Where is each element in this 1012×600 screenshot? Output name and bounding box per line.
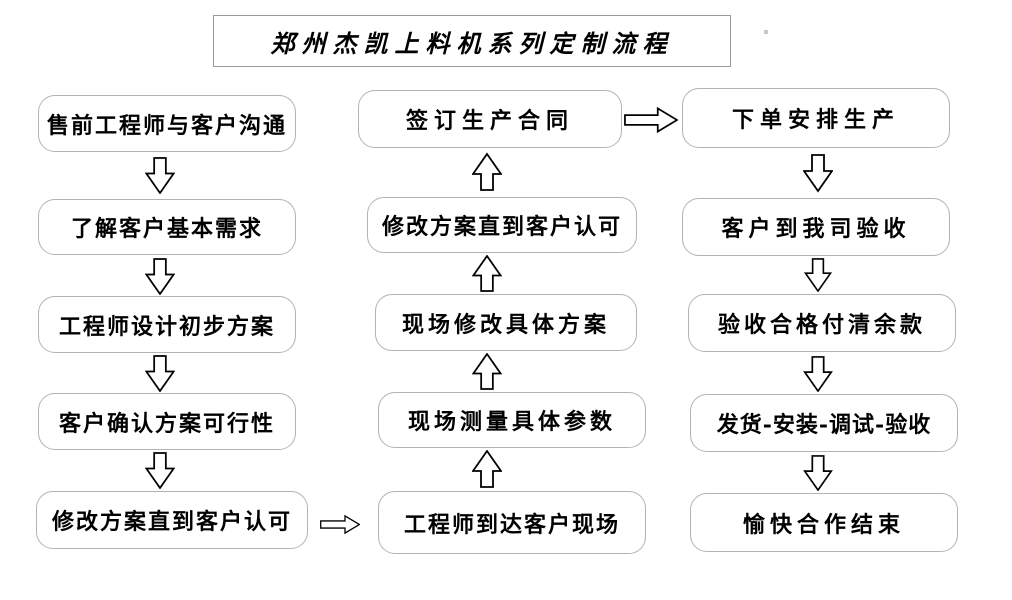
up-arrow-icon <box>472 255 502 292</box>
down-arrow-icon <box>145 258 175 295</box>
down-arrow-icon <box>145 355 175 392</box>
flow-box-schedule-production: 下单安排生产 <box>682 88 950 148</box>
flow-box-ship-install-debug-accept: 发货-安装-调试-验收 <box>690 394 958 452</box>
flow-box-pay-balance: 验收合格付清余款 <box>688 294 956 352</box>
up-arrow-icon <box>472 152 502 192</box>
flow-box-onsite-modify-plan: 现场修改具体方案 <box>375 294 637 351</box>
flow-box-customer-confirm: 客户确认方案可行性 <box>38 393 296 450</box>
up-arrow-icon <box>472 353 502 390</box>
down-arrow-icon <box>803 153 833 193</box>
flow-box-happy-cooperation-end: 愉快合作结束 <box>690 493 958 552</box>
down-arrow-icon <box>803 258 833 292</box>
right-arrow-icon <box>624 106 678 134</box>
flow-box-modify-until-approved-left: 修改方案直到客户认可 <box>36 491 308 549</box>
down-arrow-icon <box>145 157 175 194</box>
flow-box-modify-until-approved-middle: 修改方案直到客户认可 <box>367 197 637 253</box>
flow-box-presales-communication: 售前工程师与客户沟通 <box>38 95 296 152</box>
flow-box-engineer-design: 工程师设计初步方案 <box>38 296 296 353</box>
stray-mark <box>764 30 768 34</box>
flowchart-title: 郑州杰凯上料机系列定制流程 <box>270 28 674 58</box>
right-arrow-icon <box>320 511 360 538</box>
flow-box-sign-contract: 签订生产合同 <box>358 90 622 148</box>
down-arrow-icon <box>145 452 175 489</box>
flow-box-understand-needs: 了解客户基本需求 <box>38 199 296 255</box>
down-arrow-icon <box>803 455 833 491</box>
up-arrow-icon <box>472 450 502 488</box>
flow-box-onsite-measure: 现场测量具体参数 <box>378 392 646 448</box>
down-arrow-icon <box>803 356 833 392</box>
flow-box-customer-acceptance: 客户到我司验收 <box>682 198 950 256</box>
flow-box-engineer-arrives: 工程师到达客户现场 <box>378 491 646 554</box>
flowchart-title-box: 郑州杰凯上料机系列定制流程 <box>213 15 731 67</box>
